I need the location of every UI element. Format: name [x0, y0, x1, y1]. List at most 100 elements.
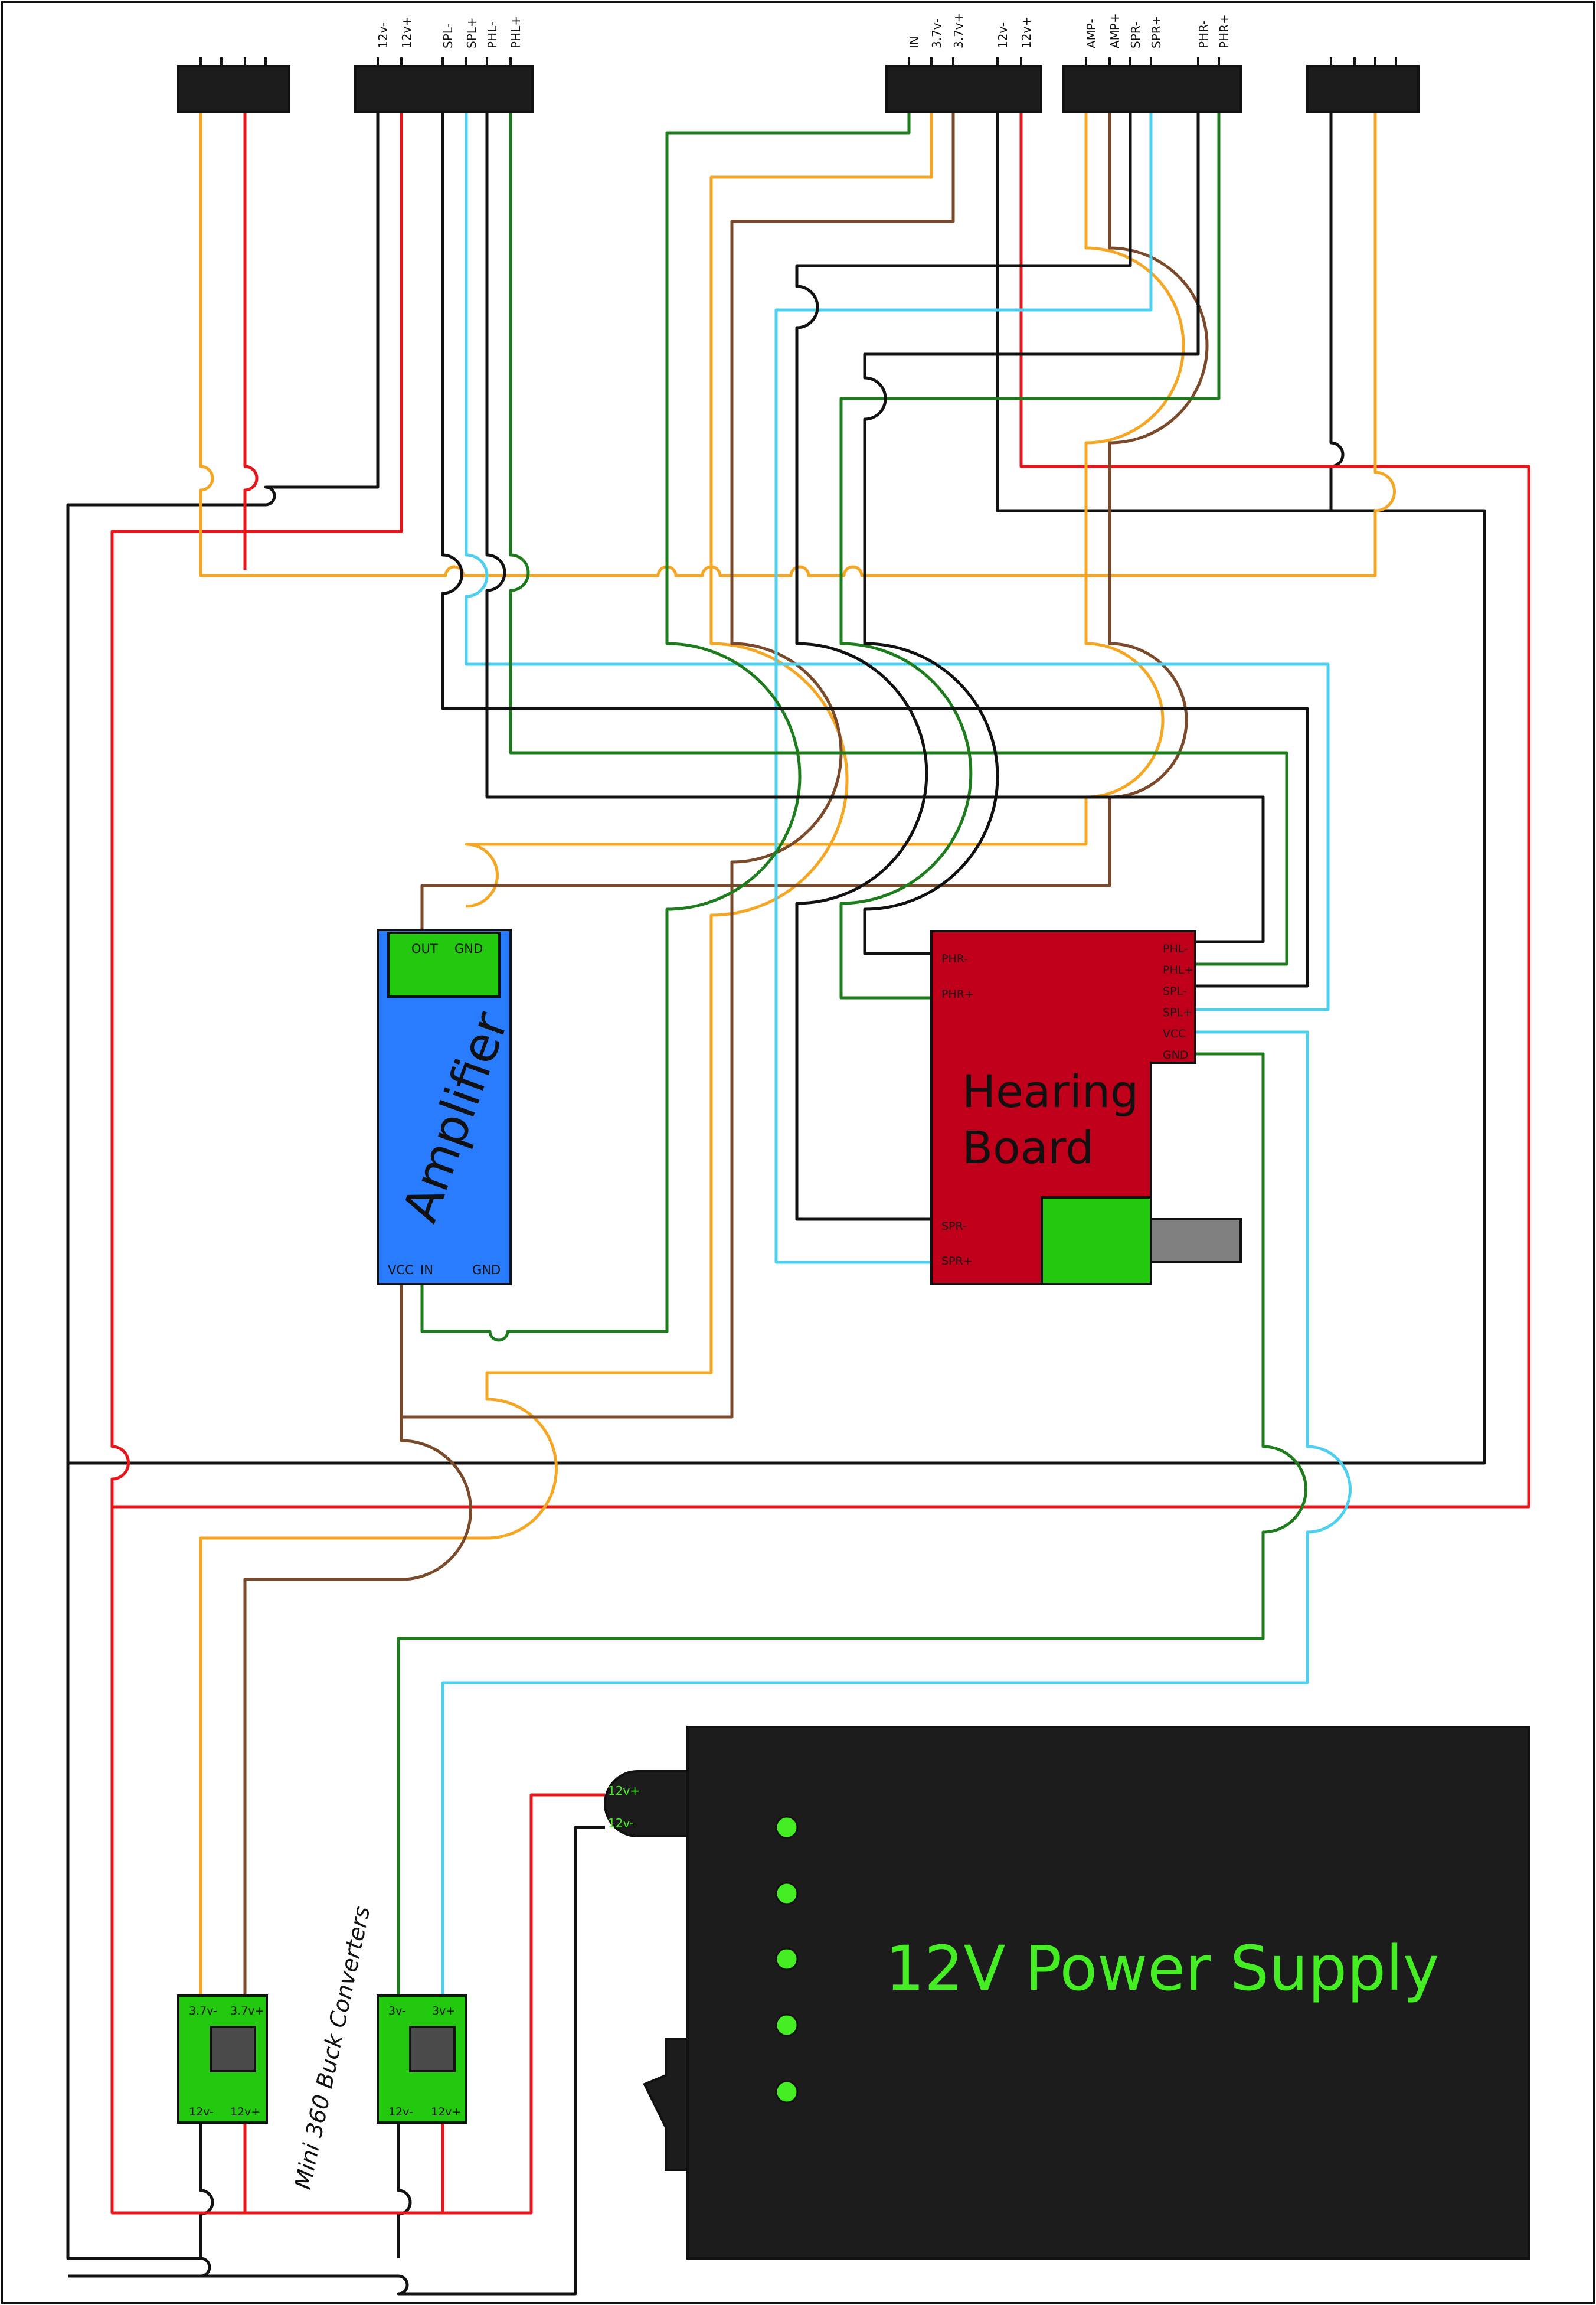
power-supply-body: [686, 1726, 1530, 2260]
amplifier-gnd-label: GND: [454, 942, 483, 956]
power-supply-title: 12V Power Supply: [885, 1932, 1439, 2004]
plug-12v-plus-label: 12v+: [608, 1784, 640, 1798]
wire-green-gnd: [397, 1052, 1307, 1996]
power-supply-plug: [604, 1770, 689, 1837]
connector-c2: [354, 57, 534, 113]
buck-right-out-minus: 3v-: [388, 2004, 406, 2017]
c4-pin-label: AMP-: [1084, 19, 1098, 48]
buck-converter-right: 3v- 3v+ 12v- 12v+: [377, 1994, 467, 2124]
c3-pin-label: IN: [907, 36, 921, 48]
amplifier-gnd-bottom-label: GND: [472, 1263, 501, 1277]
c2-pin-label: PHL+: [509, 16, 523, 48]
buck-right-in-minus: 12v-: [388, 2105, 413, 2118]
amplifier-output-header: [387, 932, 501, 998]
c4-pin-label: PHR-: [1196, 21, 1211, 48]
connector-c1-body: [177, 65, 290, 113]
wire-green-c3-in: [420, 68, 911, 1342]
wire-orange-c1-to-c5: [199, 68, 1396, 577]
c4-pin-label: AMP+: [1108, 13, 1122, 48]
wire-black-left-rail-bottom: [68, 68, 1486, 1465]
buck-left-in-minus: 12v-: [189, 2105, 214, 2118]
amplifier-out-label: OUT: [411, 942, 438, 956]
wire-green-phl-plus: [509, 68, 1288, 966]
connector-c3-labels: IN 3.7v- 3.7v+ 12v- 12v+: [907, 13, 1034, 48]
wire-red-c3-12v-plus: [112, 68, 1530, 1509]
buck-left-out-minus: 3.7v-: [189, 2004, 217, 2017]
plug-12v-minus-label: 12v-: [608, 1816, 634, 1830]
c4-pin-label: SPR+: [1149, 16, 1163, 48]
amplifier: OUT GND Amplifier VCC IN GND: [377, 929, 519, 1285]
led-icon: [775, 1947, 799, 1971]
wire-brown-amp-minus: [420, 68, 1209, 930]
connector-c5-body: [1306, 65, 1420, 113]
amplifier-in-label: IN: [420, 1263, 433, 1277]
wire-cyan-spl-plus: [465, 68, 1330, 1011]
wires: [66, 68, 1530, 2296]
hearing-pin-gnd: GND: [1163, 1049, 1189, 1062]
connector-c2-body: [354, 65, 534, 113]
hearing-pin-spr-plus: SPR+: [941, 1255, 973, 1268]
status-leds: [775, 1816, 799, 2104]
connector-c1: [177, 57, 290, 113]
power-switch-icon: [643, 2038, 689, 2171]
wire-orange-amp-plus: [465, 68, 1185, 908]
hearing-pin-phr-plus: PHR+: [941, 988, 974, 1001]
c4-pin-label: SPR-: [1129, 22, 1143, 48]
hearing-pin-vcc: VCC: [1163, 1027, 1186, 1040]
connector-c4-body: [1062, 65, 1242, 113]
buck-right-inductor: [409, 2026, 456, 2072]
hearing-board-jack: [1150, 1218, 1242, 1263]
power-supply: 12v+ 12v- 12V Power Supply: [604, 1726, 1530, 2260]
connector-c4-labels: AMP- AMP+ SPR- SPR+ PHR- PHR+: [1084, 13, 1231, 48]
hearing-board: Hearing Board PHR- PHR+ PHL- PHL+ SPL- S…: [930, 930, 1242, 1285]
wire-black-spl-minus: [441, 68, 1309, 988]
wire-green-phr-plus: [839, 68, 1221, 1000]
hearing-board-pcb: [930, 930, 1196, 1285]
c4-pin-label: PHR+: [1217, 14, 1231, 48]
connector-c5: [1306, 57, 1420, 113]
led-icon: [775, 1816, 799, 1839]
led-icon: [775, 1882, 799, 1905]
c3-pin-label: 3.7v-: [930, 19, 944, 48]
buck-right-out-plus: 3v+: [432, 2004, 455, 2017]
wire-brown-c3-to-amp-out: [243, 68, 955, 1996]
wire-cyan-spr-plus: [774, 68, 1153, 1264]
connector-c3: [885, 57, 1042, 113]
connector-c2-labels: 12v- 12v+ SPL- SPL+ PHL- PHL+: [376, 16, 523, 48]
hearing-pin-spl-minus: SPL-: [1163, 985, 1187, 998]
c2-pin-label: PHL-: [485, 22, 499, 48]
led-icon: [775, 2013, 799, 2037]
buck-converter-left: 3.7v- 3.7v+ 12v- 12v+: [177, 1994, 268, 2124]
hearing-pin-phr-minus: PHR-: [941, 952, 968, 965]
wire-black-spr-minus: [795, 68, 1132, 1221]
hearing-board-title-1: Hearing: [962, 1065, 1139, 1118]
connectors: 12v- 12v+ SPL- SPL+ PHL- PHL+ IN 3.7v- 3…: [177, 13, 1420, 113]
c2-pin-label: SPL+: [465, 17, 479, 48]
c3-pin-label: 12v-: [996, 22, 1010, 48]
wire-black-phr-minus: [863, 68, 1200, 955]
connector-c3-body: [885, 65, 1042, 113]
c3-pin-label: 12v+: [1019, 17, 1034, 48]
wire-red-c1: [243, 68, 259, 570]
buck-left-inductor: [210, 2026, 256, 2072]
connector-c4: [1062, 57, 1242, 113]
buck-left-out-plus: 3.7v+: [230, 2004, 264, 2017]
hearing-pin-phl-minus: PHL-: [1163, 942, 1188, 955]
buck-left-in-plus: 12v+: [230, 2105, 260, 2118]
c2-pin-label: SPL-: [441, 23, 455, 48]
wire-red-c2-12v-plus: [110, 68, 605, 2215]
c2-pin-label: 12v+: [400, 17, 414, 48]
buck-right-in-plus: 12v+: [431, 2105, 461, 2118]
hearing-board-title-2: Board: [962, 1121, 1094, 1174]
wire-black-c2-12v-minus: [66, 68, 605, 2296]
wire-black-phl-minus: [485, 68, 1265, 943]
amplifier-vcc-label: VCC: [388, 1263, 414, 1277]
wire-orange-c3-to-amp-in: [199, 68, 933, 1996]
c2-pin-label: 12v-: [376, 22, 390, 48]
hearing-board-module: [1041, 1196, 1152, 1285]
hearing-pin-spr-minus: SPR-: [941, 1220, 967, 1233]
led-icon: [775, 2080, 799, 2104]
wire-cyan-vcc: [441, 1030, 1352, 1996]
hearing-pin-phl-plus: PHL+: [1163, 964, 1193, 977]
